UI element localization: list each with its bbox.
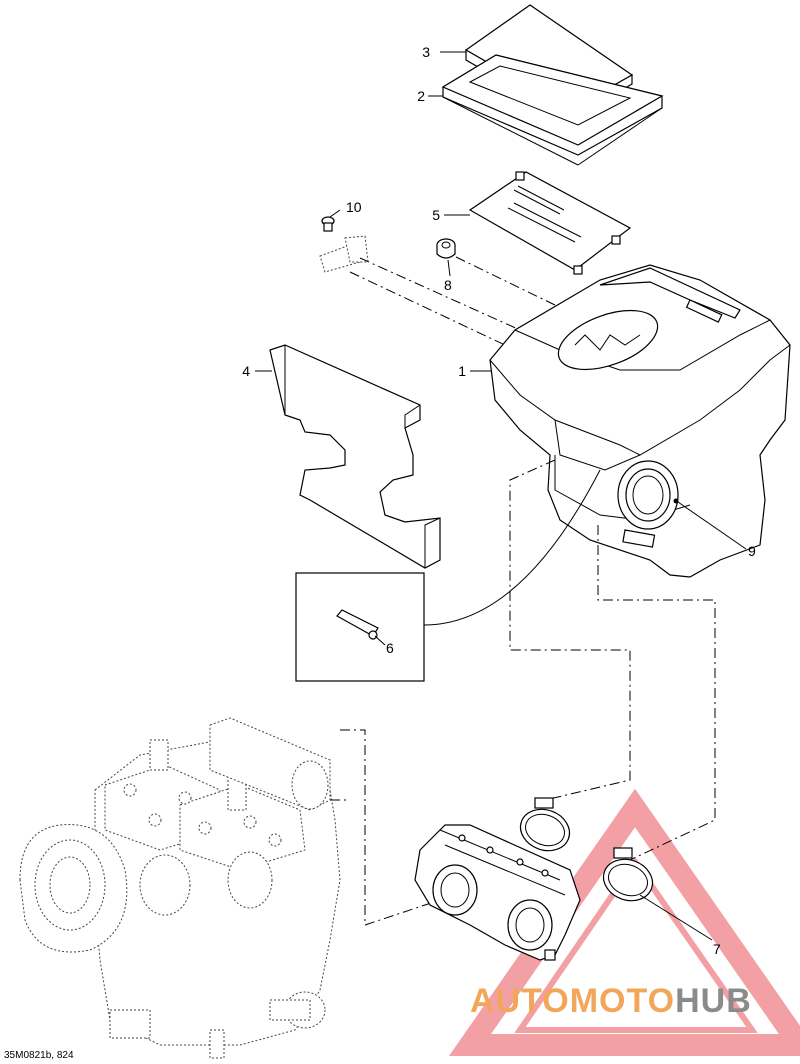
part-4-foam xyxy=(269,344,441,569)
callout-3: 3 xyxy=(422,44,430,60)
throttle-bodies xyxy=(414,824,581,961)
callout-8: 8 xyxy=(444,277,452,293)
callout-4: 4 xyxy=(242,363,250,379)
leader-lines xyxy=(255,51,747,941)
svg-text:AUTOMOTOHUB: AUTOMOTOHUB xyxy=(470,982,752,1020)
reference-code: 35M0821b, 824 xyxy=(4,1050,74,1061)
callout-9: 9 xyxy=(748,543,756,559)
watermark-auto: AUTO xyxy=(470,982,570,1020)
engine-phantom xyxy=(19,717,341,1059)
part-7-clamps xyxy=(519,797,654,902)
part-6-inset xyxy=(295,469,601,682)
callout-10: 10 xyxy=(346,199,362,215)
callout-5: 5 xyxy=(432,207,440,223)
part-8-grommet xyxy=(436,238,456,259)
callout-7: 7 xyxy=(713,941,721,957)
part-1-housing xyxy=(489,264,791,578)
callout-6: 6 xyxy=(386,640,394,656)
callout-1: 1 xyxy=(458,363,466,379)
watermark-moto: MOTO xyxy=(570,982,675,1020)
part-10-bolt xyxy=(319,216,369,273)
part-5-plate xyxy=(468,171,632,275)
part-2-frame xyxy=(441,54,664,166)
watermark-logo: AUTOMOTOHUB xyxy=(470,982,752,1020)
watermark-hub: HUB xyxy=(675,982,752,1020)
callout-2: 2 xyxy=(417,88,425,104)
